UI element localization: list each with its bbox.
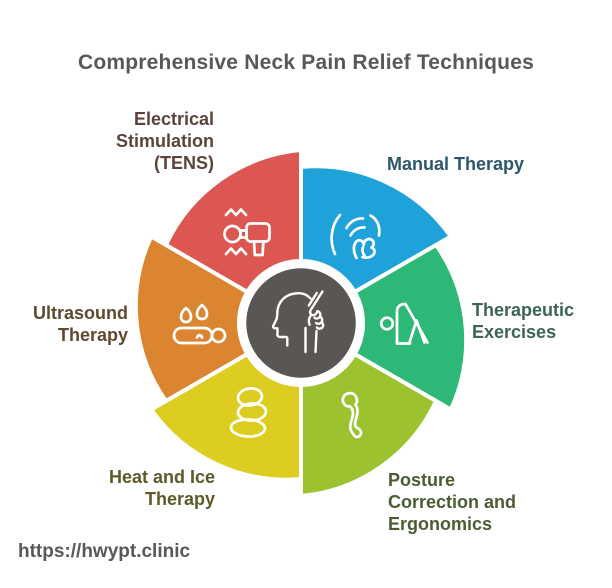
hot-stones-icon — [229, 387, 268, 438]
segment-therapeutic-exercises-label: Therapeutic Exercises — [472, 300, 575, 342]
ultrasound-device-icon — [172, 303, 227, 345]
segment-manual-therapy-petal — [299, 164, 453, 294]
page-title: Comprehensive Neck Pain Relief Technique… — [78, 51, 534, 74]
segment-manual-therapy-label: Manual Therapy — [387, 154, 525, 174]
segment-electrical-stimulation-petal — [163, 148, 303, 294]
segment-heat-ice-petal — [149, 352, 303, 482]
segment-posture-correction-petal — [299, 352, 439, 498]
center-circle — [241, 263, 361, 383]
segment-heat-ice-label: Heat and Ice Therapy — [108, 467, 215, 509]
segment-electrical-stimulation-label: Electrical Stimulation (TENS) — [116, 109, 214, 173]
massaging-hand-icon — [330, 213, 381, 260]
massage-gun-icon — [223, 208, 271, 257]
head-neck-massage-icon — [271, 290, 325, 354]
stretching-person-icon — [379, 302, 429, 345]
spine-icon — [341, 391, 363, 439]
website-url: https://hwypt.clinic — [18, 541, 191, 562]
segment-ultrasound-label: Ultrasound Therapy — [32, 303, 128, 345]
segment-posture-correction-label: Posture Correction and Ergonomics — [388, 470, 517, 534]
